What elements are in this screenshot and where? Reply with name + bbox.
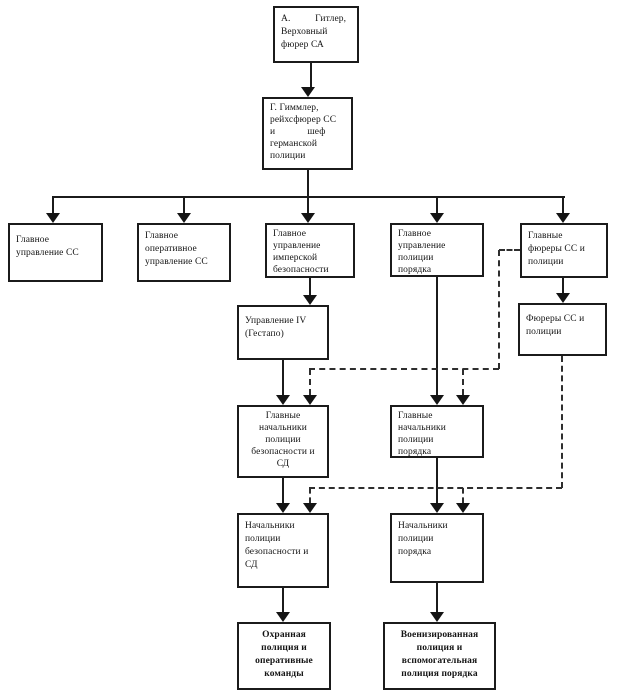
node-protection-police-squads: Охранная полиция и оперативные команды: [237, 622, 331, 690]
connector-himmler-bus: [307, 170, 309, 197]
connector-orpo-chief-heads: [436, 276, 438, 396]
arrowhead-chiefheads-left-dashed: [303, 395, 317, 405]
node-chief-heads-security-police-sd: Главные начальники полиции безопасности …: [237, 405, 329, 478]
arrowhead-gestapo: [303, 295, 317, 305]
arrowhead-bus-1: [46, 213, 60, 223]
connector-bus-drop-3: [307, 197, 309, 214]
node-ss-main-office: Главное управление СС: [8, 223, 103, 282]
dashed-connector-west-down: [498, 250, 500, 369]
arrowhead-heads-right-dashed: [456, 503, 470, 513]
arrowhead-heads-right-solid: [430, 503, 444, 513]
dashed-drop-row2-right: [462, 488, 464, 503]
arrowhead-bus-3: [301, 213, 315, 223]
dashed-connector-hsspf-west: [499, 249, 520, 251]
dashed-drop-row1-left: [309, 369, 311, 395]
arrowhead-bus-2: [177, 213, 191, 223]
arrowhead-himmler: [301, 87, 315, 97]
arrowhead-ssfp: [556, 293, 570, 303]
connector-bus-drop-1: [52, 197, 54, 214]
node-ss-police-leaders: Фюреры СС и полиции: [518, 303, 607, 356]
dashed-connector-row1: [309, 368, 499, 370]
arrowhead-chiefheads-left-solid: [276, 395, 290, 405]
connector-rsha-gestapo: [309, 278, 311, 296]
arrowhead-chiefheads-right-dashed: [456, 395, 470, 405]
connector-gestapo-chief-heads: [282, 360, 284, 396]
node-heads-security-police-sd: Начальники полиции безопасности и СД: [237, 513, 329, 588]
dashed-drop-row2-left: [309, 488, 311, 503]
connector-heads-protection: [282, 588, 284, 613]
node-ss-operational-main-office: Главное оперативное управление СС: [137, 223, 231, 282]
node-reich-security-main-office: Главное управление имперской безопасност…: [265, 223, 355, 278]
node-hitler: А. Гитлер, Верховный фюрер СА: [273, 6, 359, 63]
node-higher-ss-police-leaders: Главные фюреры СС и полиции: [520, 223, 608, 278]
connector-bus-drop-4: [436, 197, 438, 214]
node-militarized-auxiliary-police: Военизированная полиция и вспомогательна…: [383, 622, 496, 690]
dashed-connector-ssfp-down: [561, 356, 563, 488]
node-chief-heads-order-police: Главные начальники полиции порядка: [390, 405, 484, 458]
node-order-police-main-office: Главное управление полиции порядка: [390, 223, 484, 277]
arrowhead-heads-left-solid: [276, 503, 290, 513]
node-department-iv-gestapo: Управление IV (Гестапо): [237, 305, 329, 360]
connector-hsspf-ssfp: [562, 278, 564, 294]
arrowhead-chiefheads-right-solid: [430, 395, 444, 405]
connector-bus-drop-2: [183, 197, 185, 214]
connector-heads-militarized: [436, 583, 438, 613]
connector-hitler-himmler: [310, 62, 312, 88]
dashed-connector-row2: [309, 487, 562, 489]
arrowhead-militarized-police: [430, 612, 444, 622]
connector-chiefheads-heads-right: [436, 458, 438, 504]
dashed-drop-row1-right: [462, 369, 464, 395]
connector-bus-drop-5: [562, 197, 564, 214]
arrowhead-protection-police: [276, 612, 290, 622]
node-himmler: Г. Гиммлер, рейхсфюрер СС и шеф германск…: [262, 97, 353, 170]
arrowhead-heads-left-dashed: [303, 503, 317, 513]
arrowhead-bus-5: [556, 213, 570, 223]
node-heads-order-police: Начальники полиции порядка: [390, 513, 484, 583]
arrowhead-bus-4: [430, 213, 444, 223]
connector-chiefheads-heads-left: [282, 478, 284, 504]
